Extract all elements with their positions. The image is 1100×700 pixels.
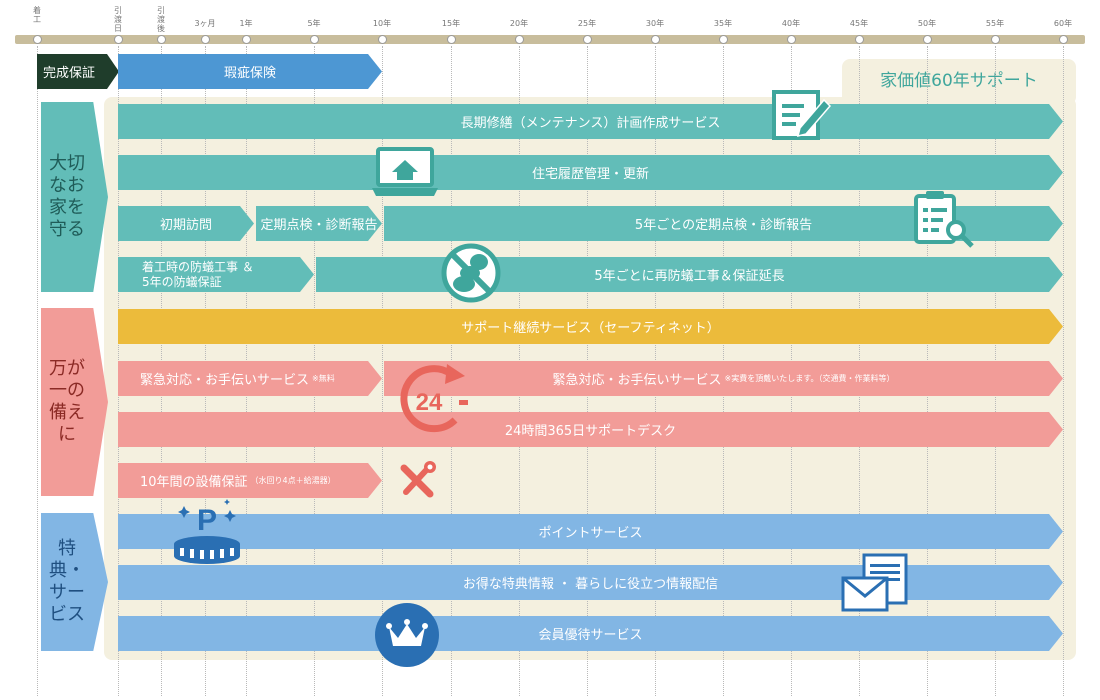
panel-title: 家価値60年サポート [880,71,1038,91]
timeline-tick-label: 60年 [1053,19,1073,28]
housing-history-bar: 住宅履歴管理・更新 [118,155,1063,190]
timeline-tick-dot [114,35,123,44]
timeline-tick-dot [651,35,660,44]
info-delivery-bar: お得な特典情報 ・ 暮らしに役立つ情報配信 [118,565,1063,600]
timeline-tick-dot [923,35,932,44]
equipment-warranty-label: 10年間の設備保証 [140,475,248,490]
timeline-tick-label: 3ヶ月 [194,19,216,28]
termite-initial-line2: 5年の防蟻保証 [142,274,222,289]
timeline-tick-label: 45年 [849,19,869,28]
safety-net-label: サポート継続サービス（セーフティネット） [461,321,720,336]
timeline-tick-label: 5年 [307,19,321,28]
emergency-free-bar: 緊急対応・お手伝いサービス※無料 [118,361,382,396]
periodic-inspection-bar: 定期点検・診断報告 [256,206,382,241]
timeline-gridline [1063,46,1064,696]
category-protect: 大切なお家を守る [41,102,108,292]
member-benefit-label: 会員優待サービス [538,628,643,643]
long-term-repair-label: 長期修繕（メンテナンス）計画作成サービス [460,116,721,131]
timeline-tick-label: 30年 [645,19,665,28]
timeline-tick-dot [447,35,456,44]
timeline-tick-label: 15年 [441,19,461,28]
safety-net-bar: サポート継続サービス（セーフティネット） [118,309,1063,344]
timeline-tick-dot [201,35,210,44]
emergency-paid-note: ※実費を頂戴いたします。（交通費・作業料等） [724,374,895,383]
laptop-house-icon [372,147,438,196]
timeline-tick-label: 40年 [781,19,801,28]
timeline-gridline [382,46,383,696]
member-benefit-bar: 会員優待サービス [118,616,1063,651]
emergency-paid-label: 緊急対応・お手伝いサービス [552,373,722,388]
termite-initial-line1: 着工時の防蟻工事 ＆ [142,259,254,274]
plan-edit-icon [772,90,832,140]
timeline-tick-dot [242,35,251,44]
initial-visit-label: 初期訪問 [159,218,212,233]
timeline-tick-dot [1059,35,1068,44]
crown-icon [375,603,439,667]
info-delivery-label: お得な特典情報 ・ 暮らしに役立つ情報配信 [462,577,719,592]
initial-visit-bar: 初期訪問 [118,206,254,241]
timeline-gridline [37,46,38,696]
clock-24-icon: 24 [400,364,468,433]
emergency-free-label: 緊急対応・お手伝いサービス [140,373,310,388]
timeline-tick-dot [378,35,387,44]
termite-5y-label: 5年ごとに再防蟻工事＆保証延長 [594,269,785,284]
periodic-inspection-5y-label: 5年ごとの定期点検・診断報告 [634,218,813,233]
equipment-warranty-bar: 10年間の設備保証（水回り4点＋給湯器） [118,463,382,498]
timeline-tick-dot [787,35,796,44]
timeline-tick-label: 50年 [917,19,937,28]
timeline-tick-dot [515,35,524,44]
point-coin-icon: P [174,499,240,564]
housing-history-label: 住宅履歴管理・更新 [531,167,649,182]
timeline-tick-label: 20年 [509,19,529,28]
category-protect-label: 大切なお家を守る [49,153,85,240]
support-panel-tab [842,59,1076,105]
timeline-tick-dot [719,35,728,44]
support-desk-bar: 24時間365日サポートデスク [118,412,1063,447]
timeline-axis [15,35,1085,44]
defect-insurance-bar: 瑕疵保険 [118,54,382,89]
clock-24-text: 24 [416,389,443,416]
point-p-text: P [197,504,217,537]
periodic-inspection-label: 定期点検・診断報告 [260,218,378,233]
timeline-tick-label: 35年 [713,19,733,28]
timeline-tick-dot [991,35,1000,44]
timeline-tick-dot [855,35,864,44]
support-desk-label: 24時間365日サポートデスク [504,424,677,439]
emergency-free-note: ※無料 [312,374,335,383]
mail-document-icon [841,553,908,612]
long-term-repair-bar: 長期修繕（メンテナンス）計画作成サービス [118,104,1063,139]
timeline-tick-dot [157,35,166,44]
point-service-label: ポイントサービス [538,526,643,541]
timeline-tick-label: 着工 [33,6,41,24]
completion-guarantee-label: 完成保証 [37,54,119,89]
point-service-bar: ポイントサービス [118,514,1063,549]
timeline-tick-label: 1年 [239,19,253,28]
timeline-tick-dot [33,35,42,44]
no-termite-icon [441,243,501,303]
timeline-tick-label: 55年 [985,19,1005,28]
timeline-tick-label: 25年 [577,19,597,28]
category-emergency: 万が一の備えに [41,308,108,496]
category-benefit: 特典・サービス [41,513,108,651]
timeline-tick-label: 10年 [372,19,392,28]
defect-insurance-label: 瑕疵保険 [223,66,276,81]
inspection-clipboard-icon [914,191,974,248]
emergency-paid-bar: 緊急対応・お手伝いサービス※実費を頂戴いたします。（交通費・作業料等） [384,361,1063,396]
category-benefit-label: 特典・サービス [49,538,85,625]
timeline-tick-label: 引渡後 [157,6,165,33]
termite-initial-bar: 着工時の防蟻工事 ＆ 5年の防蟻保証 [118,257,314,292]
timeline-tick-label: 引渡日 [114,6,122,33]
timeline-tick-dot [310,35,319,44]
equipment-warranty-note: （水回り4点＋給湯器） [250,476,336,485]
tools-icon [400,461,436,498]
category-emergency-label: 万が一の備えに [49,358,85,445]
termite-5y-bar: 5年ごとに再防蟻工事＆保証延長 [316,257,1063,292]
timeline-tick-dot [583,35,592,44]
